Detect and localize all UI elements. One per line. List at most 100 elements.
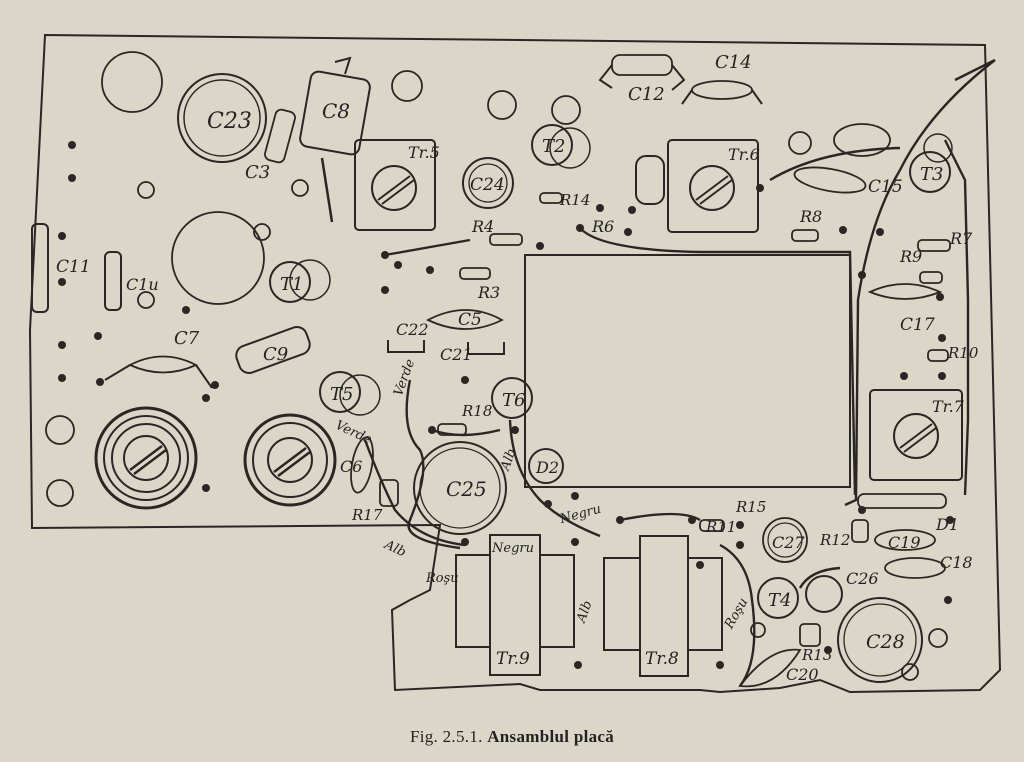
transistor-t2: T2 <box>531 124 591 169</box>
label-c14: C14 <box>715 52 752 73</box>
caption-number: Fig. 2.5.1. <box>409 727 488 746</box>
label-r18: R18 <box>461 402 492 420</box>
capacitor-c12: C12 <box>598 54 686 105</box>
label-r14: R14 <box>559 191 590 209</box>
label-r17: R17 <box>351 506 383 524</box>
coil-right <box>243 413 337 507</box>
label-c15: C15 <box>868 177 903 197</box>
label-c26: C26 <box>846 569 879 588</box>
transistor-t3: T3 <box>909 133 953 193</box>
label-c23: C23 <box>207 109 252 134</box>
label-c20: C20 <box>786 665 819 684</box>
label-tr7: Tr.7 <box>932 397 965 416</box>
wire-label-alb-3: Alb <box>574 599 596 626</box>
label-r6: R6 <box>591 217 614 236</box>
capacitor-c28: C28 <box>837 597 923 683</box>
capacitor-c23: C23 <box>177 73 267 163</box>
label-t5: T5 <box>330 384 353 405</box>
transistor-t4: T4 <box>757 577 799 619</box>
label-c9: C9 <box>263 344 288 365</box>
wire-label-negru-1: Negru <box>557 502 602 528</box>
wire-label-rosu-1: Roşu <box>425 571 459 586</box>
label-t3: T3 <box>920 164 943 185</box>
transformer-tr8: Tr.8 <box>603 535 723 677</box>
capacitor-c7: C7 <box>104 328 213 389</box>
wire-label-verde-2: Verde <box>333 418 374 448</box>
label-tr5: Tr.5 <box>408 143 440 162</box>
transformer-tr5: Tr.5 <box>354 139 440 231</box>
capacitor-c21: C21 <box>440 342 505 364</box>
transistor-t6: T6 <box>491 377 533 419</box>
label-r11: R11 <box>705 518 736 536</box>
capacitor-c5: C5 <box>425 309 504 330</box>
diode-d1: D1 <box>857 493 959 534</box>
capacitor-c6: C6 <box>340 436 374 494</box>
capacitor-c18: C18 <box>884 553 973 579</box>
label-c28: C28 <box>866 631 905 653</box>
label-c25: C25 <box>446 477 487 501</box>
capacitor-c26: C26 <box>805 569 879 613</box>
capacitor-c1u: C1u <box>104 251 159 311</box>
wire-label-alb-2: Alb <box>381 537 408 560</box>
label-c24: C24 <box>470 175 505 195</box>
label-c12: C12 <box>628 84 665 105</box>
label-c21: C21 <box>440 345 473 364</box>
label-t2: T2 <box>542 136 565 157</box>
capacitor-c17: C17 <box>867 283 943 335</box>
board-outline <box>28 33 1002 694</box>
diode-d2: D2 <box>528 448 564 484</box>
transformer-tr9: Tr.9 <box>455 534 575 676</box>
wire-label-rosu-2: Roşu <box>721 596 751 633</box>
label-c17: C17 <box>900 315 935 335</box>
label-c22: C22 <box>396 320 429 339</box>
label-c5: C5 <box>458 310 482 330</box>
label-c3: C3 <box>245 162 270 183</box>
transistor-t1: T1 <box>269 259 331 303</box>
label-r3: R3 <box>477 283 500 302</box>
capacitor-c3: C3 <box>245 108 296 183</box>
capacitor-c22: C22 <box>387 320 429 353</box>
wire-label-verde-1: Verde <box>391 357 418 398</box>
label-c7: C7 <box>174 328 200 349</box>
label-r4: R4 <box>471 217 494 236</box>
label-tr6: Tr.6 <box>728 145 760 164</box>
label-r12: R12 <box>819 531 850 549</box>
mounting-holes <box>45 51 948 681</box>
capacitor-c14: C14 <box>681 52 763 105</box>
capacitor-c8: C8 <box>299 56 371 223</box>
capacitor-c19: C19 <box>874 529 936 552</box>
center-cutout <box>524 254 851 488</box>
wire-label-alb-1: Alb <box>498 447 520 474</box>
label-c11: C11 <box>56 257 91 277</box>
capacitor-c20: C20 <box>738 648 819 688</box>
capacitor-c25: C25 <box>413 441 507 535</box>
figure-caption: Fig. 2.5.1. Ansamblul placă <box>0 727 1024 747</box>
transformer-tr6: Tr.6 <box>667 139 760 233</box>
label-tr8: Tr.8 <box>645 649 679 669</box>
capacitor-c24: C24 <box>462 157 514 209</box>
label-r7: R7 <box>949 229 973 248</box>
label-r9: R9 <box>899 247 922 266</box>
transistor-t5: T5 <box>319 371 381 416</box>
label-c19: C19 <box>888 533 921 552</box>
label-r13: R13 <box>801 646 832 664</box>
label-c8: C8 <box>322 99 350 123</box>
label-c27: C27 <box>772 533 805 552</box>
label-r8: R8 <box>799 207 822 226</box>
hole-oval <box>833 123 891 157</box>
coil-left <box>94 406 198 510</box>
wires <box>363 58 996 687</box>
label-r10: R10 <box>947 344 979 362</box>
label-tr9: Tr.9 <box>496 649 530 669</box>
caption-title: Ansamblul placă <box>487 727 615 746</box>
label-d2: D2 <box>535 458 559 477</box>
capacitor-c11: C11 <box>31 223 91 313</box>
component-cylinder <box>635 155 665 205</box>
label-t1: T1 <box>280 274 303 295</box>
label-r15: R15 <box>735 498 766 516</box>
capacitor-c15: C15 <box>793 166 903 197</box>
transformer-tr7: Tr.7 <box>869 389 965 481</box>
capacitor-c9: C9 <box>235 326 311 374</box>
